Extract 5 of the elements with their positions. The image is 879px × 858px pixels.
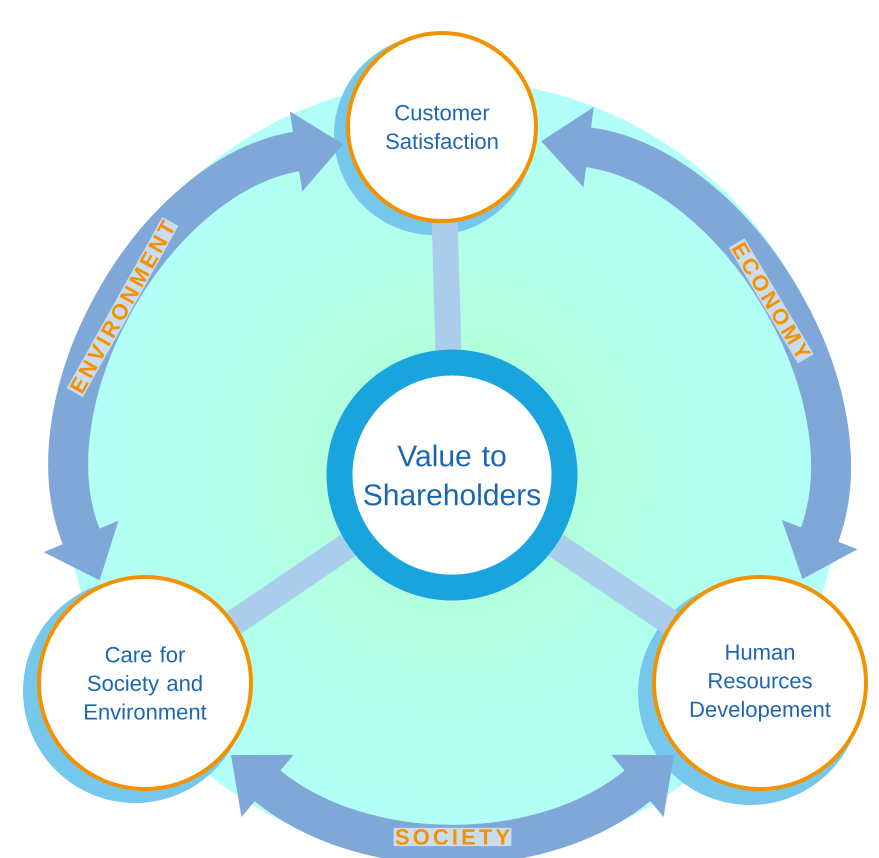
node-label: Human Resources Developement	[690, 644, 831, 722]
edge-label: SOCIETY	[396, 829, 510, 845]
connector-bar	[227, 534, 356, 634]
connector-bar	[432, 222, 462, 350]
connector-bar	[548, 534, 678, 634]
